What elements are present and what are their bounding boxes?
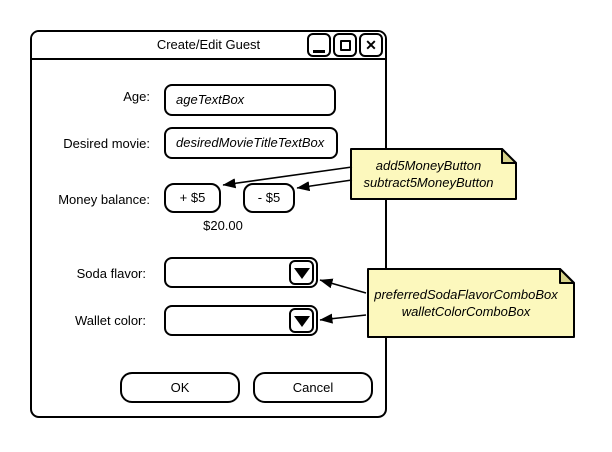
note-line: subtract5MoneyButton: [363, 175, 494, 190]
minimize-icon: [313, 50, 325, 53]
note-text: preferredSodaFlavorComboBox walletColorC…: [367, 268, 565, 338]
wallet-color-combobox[interactable]: [164, 305, 318, 336]
desired-movie-label: Desired movie:: [63, 136, 150, 151]
maximize-button[interactable]: [333, 33, 357, 57]
note-line: add5MoneyButton: [375, 158, 482, 173]
soda-flavor-label: Soda flavor:: [76, 266, 146, 281]
add-5-money-button[interactable]: + $5: [164, 183, 221, 213]
money-balance-label: Money balance:: [58, 192, 150, 207]
combobox-annotation-note: preferredSodaFlavorComboBox walletColorC…: [367, 268, 575, 338]
window-title: Create/Edit Guest: [156, 37, 261, 52]
minimize-button[interactable]: [307, 33, 331, 57]
desired-movie-textbox[interactable]: desiredMovieTitleTextBox: [164, 127, 338, 159]
dialog-window: Create/Edit Guest ✕ Age: ageTextBox Desi…: [30, 30, 387, 418]
close-icon: ✕: [365, 37, 377, 53]
note-line: preferredSodaFlavorComboBox: [374, 287, 558, 302]
ok-button[interactable]: OK: [120, 372, 240, 403]
wallet-color-label: Wallet color:: [74, 313, 146, 328]
money-buttons-annotation-note: add5MoneyButton subtract5MoneyButton: [350, 148, 517, 200]
title-bar: Create/Edit Guest ✕: [32, 32, 385, 60]
note-fold-icon: [501, 148, 517, 164]
age-label: Age:: [123, 89, 150, 104]
age-textbox[interactable]: ageTextBox: [164, 84, 336, 116]
soda-flavor-dropdown-button[interactable]: [289, 260, 314, 285]
cancel-button[interactable]: Cancel: [253, 372, 373, 403]
close-button[interactable]: ✕: [359, 33, 383, 57]
note-shape: [350, 148, 517, 200]
dropdown-icon: [293, 316, 310, 327]
money-balance-value: $20.00: [203, 218, 243, 233]
dropdown-icon: [293, 268, 310, 279]
subtract-5-money-button[interactable]: - $5: [243, 183, 295, 213]
wallet-color-dropdown-button[interactable]: [289, 308, 314, 333]
note-fold-icon: [559, 268, 575, 284]
soda-flavor-combobox[interactable]: [164, 257, 318, 288]
note-line: walletColorComboBox: [401, 304, 531, 319]
note-shape: [367, 268, 575, 338]
maximize-icon: [339, 39, 351, 51]
note-text: add5MoneyButton subtract5MoneyButton: [350, 148, 507, 200]
